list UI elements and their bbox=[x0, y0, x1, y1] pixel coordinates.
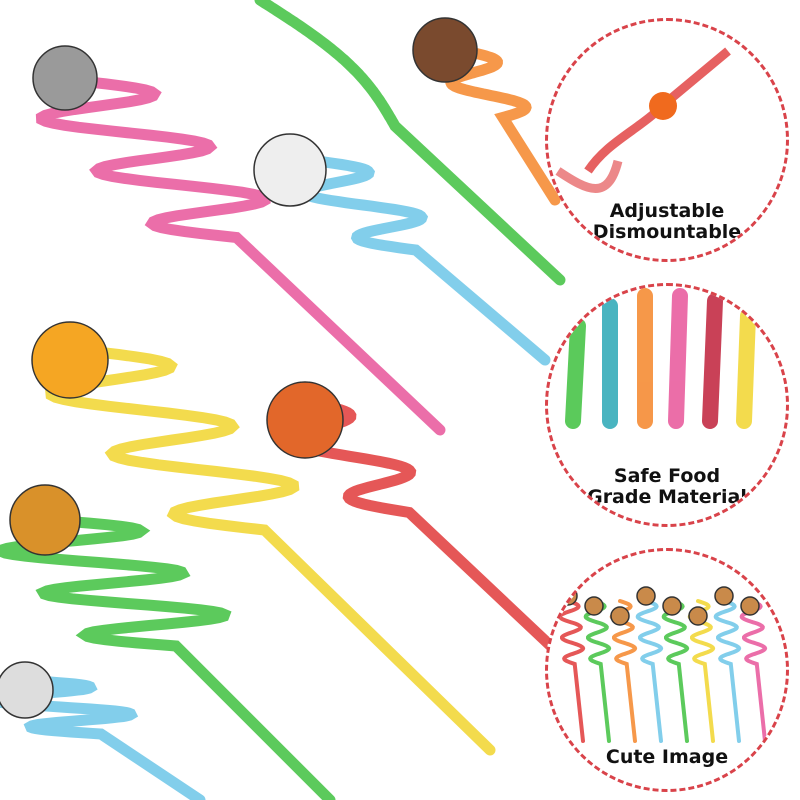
fox-charm-icon bbox=[649, 92, 677, 120]
adjustable-straw-closeup bbox=[555, 47, 731, 193]
callout-line: Adjustable bbox=[609, 200, 725, 222]
lion-charm-icon bbox=[31, 321, 109, 399]
mini-straw bbox=[661, 599, 690, 743]
callout-adjustable: Adjustable Dismountable bbox=[545, 18, 789, 262]
mini-animal-charm-icon bbox=[558, 586, 578, 606]
mini-straw bbox=[739, 599, 768, 743]
callout-line: Safe Food bbox=[613, 465, 721, 487]
monkey-charm-icon bbox=[412, 17, 478, 83]
giraffe-charm-icon bbox=[9, 484, 81, 556]
mini-animal-charm-icon bbox=[584, 596, 604, 616]
mini-animal-charm-icon bbox=[636, 586, 656, 606]
mini-animal-charm-icon bbox=[688, 606, 708, 626]
straw-tubes-closeup bbox=[565, 288, 756, 429]
zebra-charm-icon-2 bbox=[0, 661, 54, 719]
callout-line: Dismountable bbox=[592, 221, 742, 243]
green-straw bbox=[254, 0, 566, 286]
callout-safe-food: Safe Food Grade Material bbox=[545, 283, 789, 527]
zebra-charm-icon bbox=[253, 133, 327, 207]
callout-line: Cute Image bbox=[605, 746, 729, 768]
pink-straw bbox=[35, 74, 446, 436]
mini-animal-charm-icon bbox=[740, 596, 760, 616]
mini-animal-charm-icon bbox=[662, 596, 682, 616]
blue-straw-2 bbox=[0, 674, 206, 800]
yellow-straw bbox=[45, 344, 496, 756]
mini-straw bbox=[635, 599, 664, 743]
elephant-charm-icon bbox=[32, 45, 98, 111]
mini-straw bbox=[713, 599, 742, 743]
callout-cute-image: Cute Image bbox=[545, 548, 789, 792]
green-straw-2 bbox=[0, 514, 336, 800]
straw-set-closeup bbox=[557, 586, 768, 743]
callout-line: Grade Material bbox=[587, 486, 747, 508]
blue-straw bbox=[297, 154, 551, 366]
fox-charm-icon bbox=[266, 381, 344, 459]
mini-animal-charm-icon bbox=[714, 586, 734, 606]
mini-animal-charm-icon bbox=[610, 606, 630, 626]
red-straw bbox=[283, 394, 561, 656]
orange-straw bbox=[445, 44, 561, 206]
mini-straw bbox=[583, 599, 612, 743]
mini-straw bbox=[557, 599, 586, 743]
